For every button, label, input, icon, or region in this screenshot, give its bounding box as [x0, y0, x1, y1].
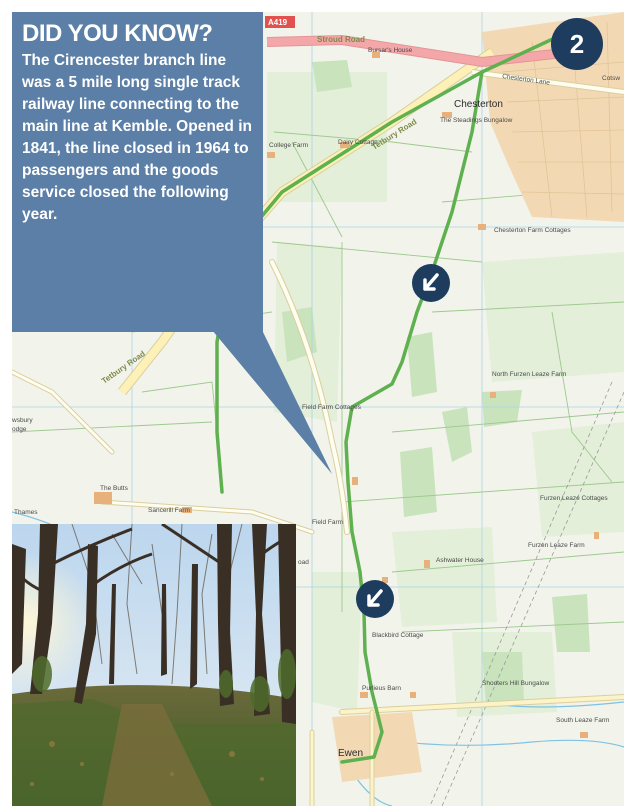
- did-you-know-box: DID YOU KNOW? The Cirencester branch lin…: [12, 12, 263, 332]
- lodge-partial-label: odge: [12, 426, 27, 433]
- thames-partial-label: Thames: [14, 509, 38, 516]
- wood-patch: [407, 332, 437, 397]
- info-box-body: The Cirencester branch line was a 5 mile…: [22, 52, 252, 223]
- stroud-road: [266, 34, 573, 68]
- field-farm-label: Field Farm: [312, 519, 343, 526]
- wood-patch: [312, 60, 352, 92]
- field-patch: [312, 572, 362, 712]
- info-box-title: DID YOU KNOW?: [22, 20, 213, 47]
- stroud-road-label: Stroud Road: [317, 35, 365, 44]
- field-patch: [532, 422, 624, 537]
- wood-patch: [400, 447, 437, 517]
- college-farm-label: College Farm: [269, 142, 308, 149]
- chesterton-farm-label: Chesterton Farm Cottages: [494, 227, 571, 234]
- arrow-down-left-icon: [367, 589, 383, 607]
- woodland: [282, 60, 590, 706]
- woodland-path-photo: [12, 524, 296, 806]
- ashwater-house-label: Ashwater House: [436, 557, 484, 564]
- power-lines: [429, 381, 624, 806]
- step-number-badge: 2: [551, 18, 603, 70]
- arrow-down-left-icon: [423, 273, 439, 291]
- direction-marker: [412, 264, 450, 302]
- wood-patch: [442, 407, 472, 462]
- direction-marker: [356, 580, 394, 618]
- furzen-leaze-farm-label: Furzen Leaze Farm: [528, 542, 585, 549]
- field-farm-cottages-label: Field Farm Cottages: [302, 404, 362, 411]
- the-butts-label: The Butts: [100, 485, 129, 492]
- purlieus-barn-label: Purlieus Barn: [362, 685, 401, 692]
- wood-patch: [552, 594, 590, 652]
- map-frame: A419 Stroud Road Tetbury Road Tetbury Ro…: [12, 12, 624, 806]
- buildings: [94, 52, 599, 738]
- shooters-hill-label: Shooters Hill Bungalow: [482, 680, 550, 687]
- steadings-label: The Steadings Bungalow: [440, 117, 513, 124]
- bursars-house-label: Bursar's House: [368, 47, 413, 54]
- field-patch: [392, 527, 497, 627]
- a419-badge-bg: [265, 16, 295, 28]
- ewen-label: Ewen: [338, 748, 363, 759]
- westbury-partial-label: wsbury: [12, 417, 33, 424]
- dairy-cottage-label: Dairy Cottage: [338, 139, 378, 146]
- wood-patch: [482, 390, 522, 427]
- south-leaze-farm-label: South Leaze Farm: [556, 717, 609, 724]
- cotswold-partial-label: Cotsw: [602, 75, 620, 82]
- road-partial-label: oad: [298, 559, 309, 566]
- blackbird-cottage-label: Blackbird Cottage: [372, 632, 424, 639]
- a419-label: A419: [268, 18, 288, 27]
- chesterton-label: Chesterton: [454, 99, 503, 110]
- sancerill-farm-label: Sancerill Farm: [148, 507, 190, 514]
- furzen-leaze-cottages-label: Furzen Leaze Cottages: [540, 495, 608, 502]
- wood-patch: [482, 652, 524, 706]
- north-furzen-label: North Furzen Leaze Farm: [492, 371, 566, 378]
